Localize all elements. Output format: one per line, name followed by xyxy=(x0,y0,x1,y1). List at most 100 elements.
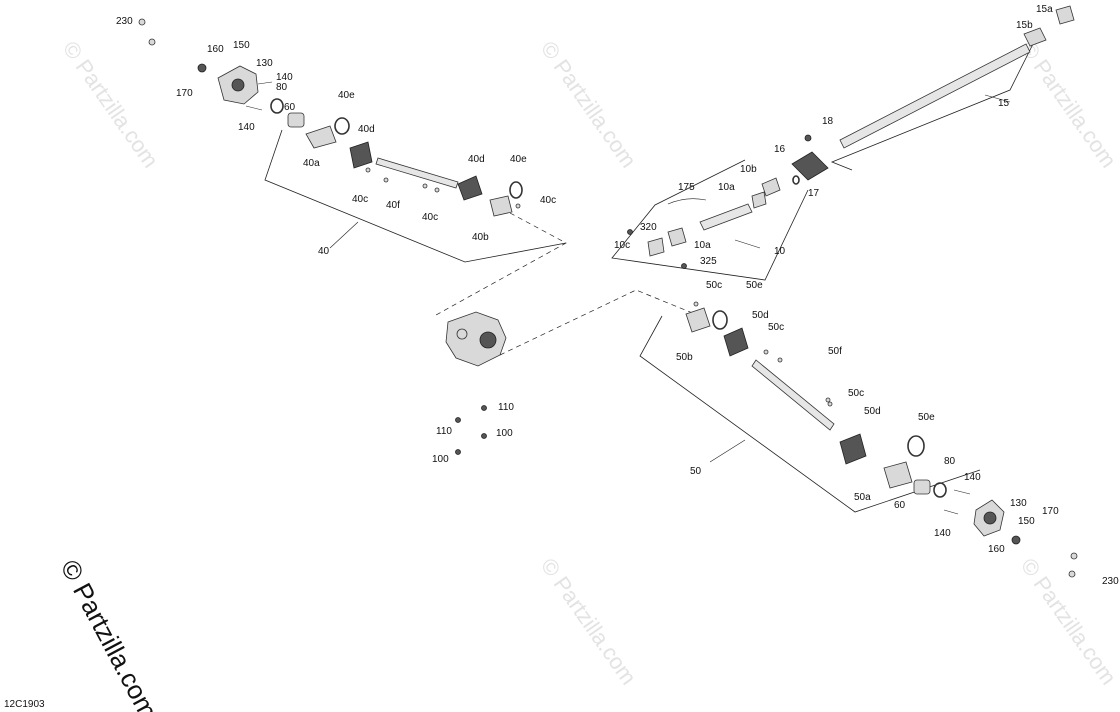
bolt-230-3 xyxy=(1070,552,1078,560)
part-label: 40c xyxy=(422,212,438,223)
part-label: 40d xyxy=(468,154,485,165)
part-label: 40c xyxy=(540,195,556,206)
boot-50d-outer xyxy=(723,327,749,357)
part-label: 230 xyxy=(1102,576,1119,587)
leader-15 xyxy=(984,94,1011,103)
part-label: 50a xyxy=(854,492,871,503)
bolt-110-2 xyxy=(455,417,461,423)
part-label: 10c xyxy=(614,240,630,251)
clip-50c-2 xyxy=(763,349,769,355)
part-label: 80 xyxy=(944,456,956,467)
part-label: 40d xyxy=(358,124,375,135)
bolt-320 xyxy=(627,229,633,235)
part-label: 110 xyxy=(436,426,452,437)
axle-shaft-left xyxy=(375,157,459,189)
nut-right xyxy=(1011,535,1021,545)
differential-body xyxy=(445,311,507,367)
part-label: 325 xyxy=(700,256,717,267)
part-label: 40 xyxy=(318,246,330,257)
part-label: 15b xyxy=(1016,20,1033,31)
leader-10 xyxy=(734,239,761,249)
part-label: 18 xyxy=(822,116,834,127)
spacer-60-right xyxy=(913,479,931,495)
diagram-code: 12C1903 xyxy=(4,699,45,710)
part-label: 80 xyxy=(276,82,288,93)
fasteners-100-110 xyxy=(455,405,487,455)
part-label: 110 xyxy=(498,402,514,413)
part-label: 17 xyxy=(808,188,820,199)
part-label: 50 xyxy=(690,466,702,477)
ring-50e-outer xyxy=(712,310,728,330)
drive-shaft-assembly xyxy=(627,177,781,269)
part-label: 130 xyxy=(256,58,273,69)
cv-joint-50a xyxy=(883,461,913,489)
bolt-140-b xyxy=(245,105,263,111)
spacer-60-left xyxy=(287,112,305,128)
part-label: 170 xyxy=(176,88,193,99)
bolt-100-1 xyxy=(481,433,487,439)
part-label: 40e xyxy=(510,154,527,165)
yoke-15a xyxy=(1055,5,1075,25)
part-label: 16 xyxy=(774,144,786,155)
ring-40e-inner xyxy=(509,181,523,199)
part-label: 50f xyxy=(828,346,842,357)
part-label: 40f xyxy=(386,200,400,211)
differential-port xyxy=(456,328,468,340)
clamp-40f-2 xyxy=(422,183,428,189)
watermark-layer: © Partzilla.com © Partzilla.com © Partzi… xyxy=(58,37,1120,690)
axle-shaft-right xyxy=(751,359,835,431)
part-label: 100 xyxy=(432,454,449,465)
ring-80-left xyxy=(270,98,284,114)
boot-40d-outer xyxy=(349,141,373,169)
yoke-10a-bottom xyxy=(667,227,687,247)
clamp-40f-1 xyxy=(383,177,389,183)
part-label: 10b xyxy=(740,164,757,175)
watermark-4: © Partzilla.com xyxy=(536,554,642,690)
clip-40c-2 xyxy=(434,187,440,193)
part-label: 50d xyxy=(864,406,881,417)
watermark-large: © Partzilla.com xyxy=(55,555,164,712)
bolt-140-c xyxy=(953,489,971,495)
part-label: 50b xyxy=(676,352,693,363)
cv-joint-40a xyxy=(305,125,337,149)
part-label: 320 xyxy=(640,222,657,233)
part-label: 10a xyxy=(694,240,711,251)
part-label: 140 xyxy=(964,472,981,483)
bolt-230-1 xyxy=(138,18,146,26)
dashed-connections xyxy=(435,212,701,356)
part-label: 230 xyxy=(116,16,133,27)
bolt-18 xyxy=(804,134,812,142)
cv-joint-50b xyxy=(685,307,711,333)
ring-17 xyxy=(792,175,800,185)
part-label: 160 xyxy=(988,544,1005,555)
bolt-140-d xyxy=(943,509,959,515)
part-label: 60 xyxy=(284,102,296,113)
part-label: 40e xyxy=(338,90,355,101)
clip-40c-1 xyxy=(365,167,371,173)
ring-40e-left xyxy=(334,117,350,135)
part-label: 15a xyxy=(1036,4,1053,15)
watermark-1: © Partzilla.com xyxy=(58,37,164,173)
part-label: 50d xyxy=(752,310,769,321)
watermark-5: © Partzilla.com xyxy=(1016,554,1120,690)
bolt-110-1 xyxy=(481,405,487,411)
part-label: 15 xyxy=(998,98,1010,109)
part-label: 150 xyxy=(233,40,250,51)
hub-center-right xyxy=(983,511,997,525)
part-label: 170 xyxy=(1042,506,1059,517)
part-label: 40c xyxy=(352,194,368,205)
boot-50d-inner xyxy=(839,433,867,465)
dash-right-axle xyxy=(499,289,701,356)
ring-50e-inner xyxy=(907,435,925,457)
leader-50 xyxy=(709,439,746,463)
part-label: 140 xyxy=(276,72,293,83)
part-label: 40b xyxy=(472,232,489,243)
part-label: 175 xyxy=(678,182,695,193)
nut-left xyxy=(197,63,207,73)
bolt-325 xyxy=(681,263,687,269)
left-axle-assembly xyxy=(138,18,523,217)
clip-50c-3 xyxy=(827,401,833,407)
hose-175 xyxy=(667,198,707,205)
hub-center-left xyxy=(231,78,245,92)
watermark-2: © Partzilla.com xyxy=(536,37,642,173)
